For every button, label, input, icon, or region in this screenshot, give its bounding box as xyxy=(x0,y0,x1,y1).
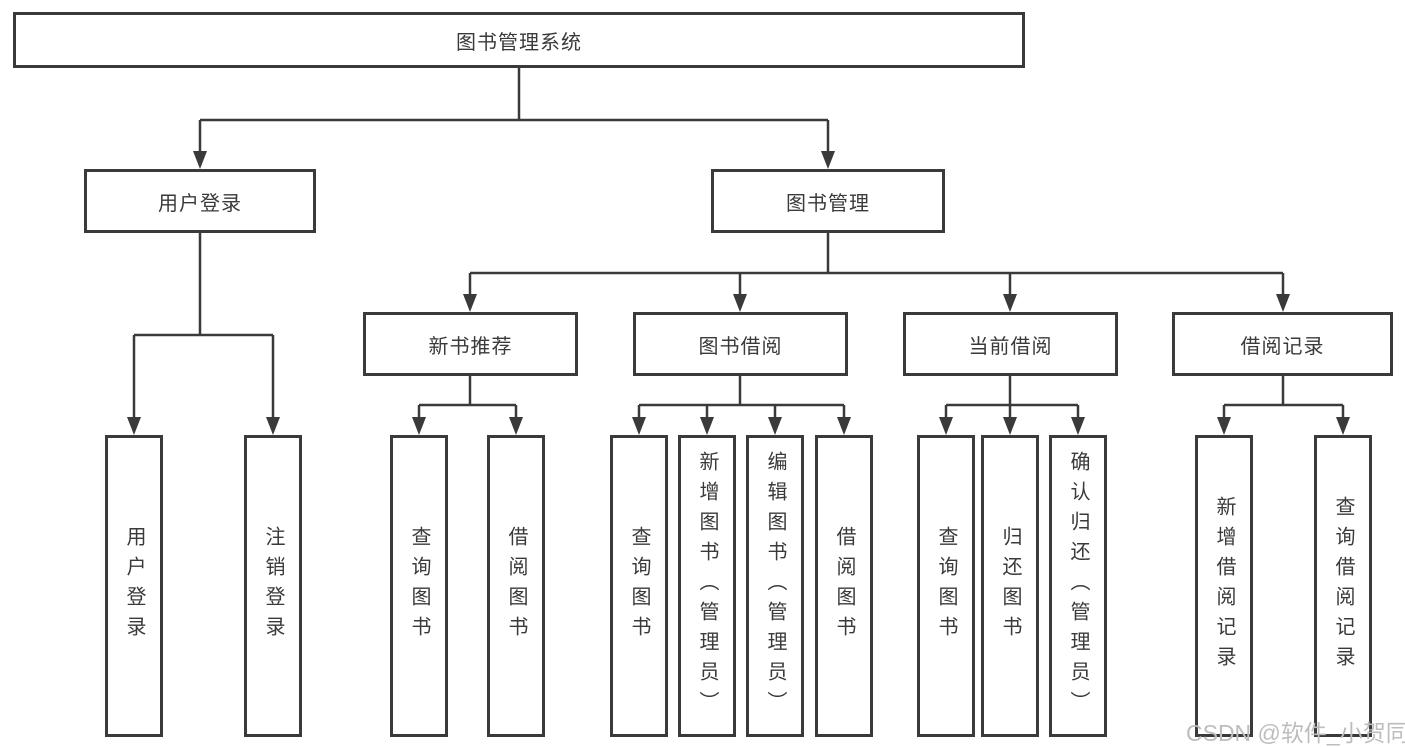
node-book-borrowing: 图书借阅 xyxy=(633,312,848,376)
csdn-watermark: CSDN @软件_小贺同学 xyxy=(1186,720,1405,746)
leaf-edit-books-admin-label: 编辑图书（管理员） xyxy=(764,451,786,721)
leaf-add-borrow-record: 新增借阅记录 xyxy=(1195,435,1253,737)
node-new-book-recommendation: 新书推荐 xyxy=(363,312,578,376)
node-new-book-recommendation-label: 新书推荐 xyxy=(428,335,513,358)
leaf-query-borrow-record: 查询借阅记录 xyxy=(1314,435,1372,737)
leaf-add-borrow-record-label: 新增借阅记录 xyxy=(1213,496,1235,676)
node-borrowing-records: 借阅记录 xyxy=(1172,312,1393,376)
leaf-user-login: 用户登录 xyxy=(105,435,163,737)
leaf-borrow-books-2-label: 借阅图书 xyxy=(833,526,855,646)
leaf-borrow-books-2: 借阅图书 xyxy=(815,435,873,737)
leaf-confirm-return-admin-label: 确认归还（管理员） xyxy=(1067,451,1089,721)
leaf-add-books-admin: 新增图书（管理员） xyxy=(678,435,736,737)
node-user-login-label: 用户登录 xyxy=(158,192,242,215)
node-current-borrowing-label: 当前借阅 xyxy=(968,335,1053,358)
node-current-borrowing: 当前借阅 xyxy=(903,312,1118,376)
leaf-query-books-3-label: 查询图书 xyxy=(935,526,957,646)
leaf-logout-label: 注销登录 xyxy=(262,526,284,646)
leaf-borrow-books-1: 借阅图书 xyxy=(487,435,545,737)
node-user-login: 用户登录 xyxy=(84,169,316,233)
leaf-logout: 注销登录 xyxy=(244,435,302,737)
leaf-query-books-1-label: 查询图书 xyxy=(408,526,430,646)
leaf-query-books-1: 查询图书 xyxy=(390,435,448,737)
leaf-add-books-admin-label: 新增图书（管理员） xyxy=(696,451,718,721)
leaf-return-books: 归还图书 xyxy=(981,435,1039,737)
leaf-edit-books-admin: 编辑图书（管理员） xyxy=(746,435,804,737)
node-root: 图书管理系统 xyxy=(13,12,1025,68)
node-root-label: 图书管理系统 xyxy=(456,31,582,54)
node-book-management-label: 图书管理 xyxy=(786,192,870,215)
leaf-query-books-2-label: 查询图书 xyxy=(628,526,650,646)
leaf-borrow-books-1-label: 借阅图书 xyxy=(505,526,527,646)
leaf-return-books-label: 归还图书 xyxy=(999,526,1021,646)
leaf-query-borrow-record-label: 查询借阅记录 xyxy=(1332,496,1354,676)
leaf-user-login-label: 用户登录 xyxy=(123,526,145,646)
leaf-query-books-3: 查询图书 xyxy=(917,435,975,737)
leaf-confirm-return-admin: 确认归还（管理员） xyxy=(1049,435,1107,737)
leaf-query-books-2: 查询图书 xyxy=(610,435,668,737)
node-borrowing-records-label: 借阅记录 xyxy=(1240,335,1325,358)
node-book-management: 图书管理 xyxy=(711,169,945,233)
node-book-borrowing-label: 图书借阅 xyxy=(698,335,783,358)
